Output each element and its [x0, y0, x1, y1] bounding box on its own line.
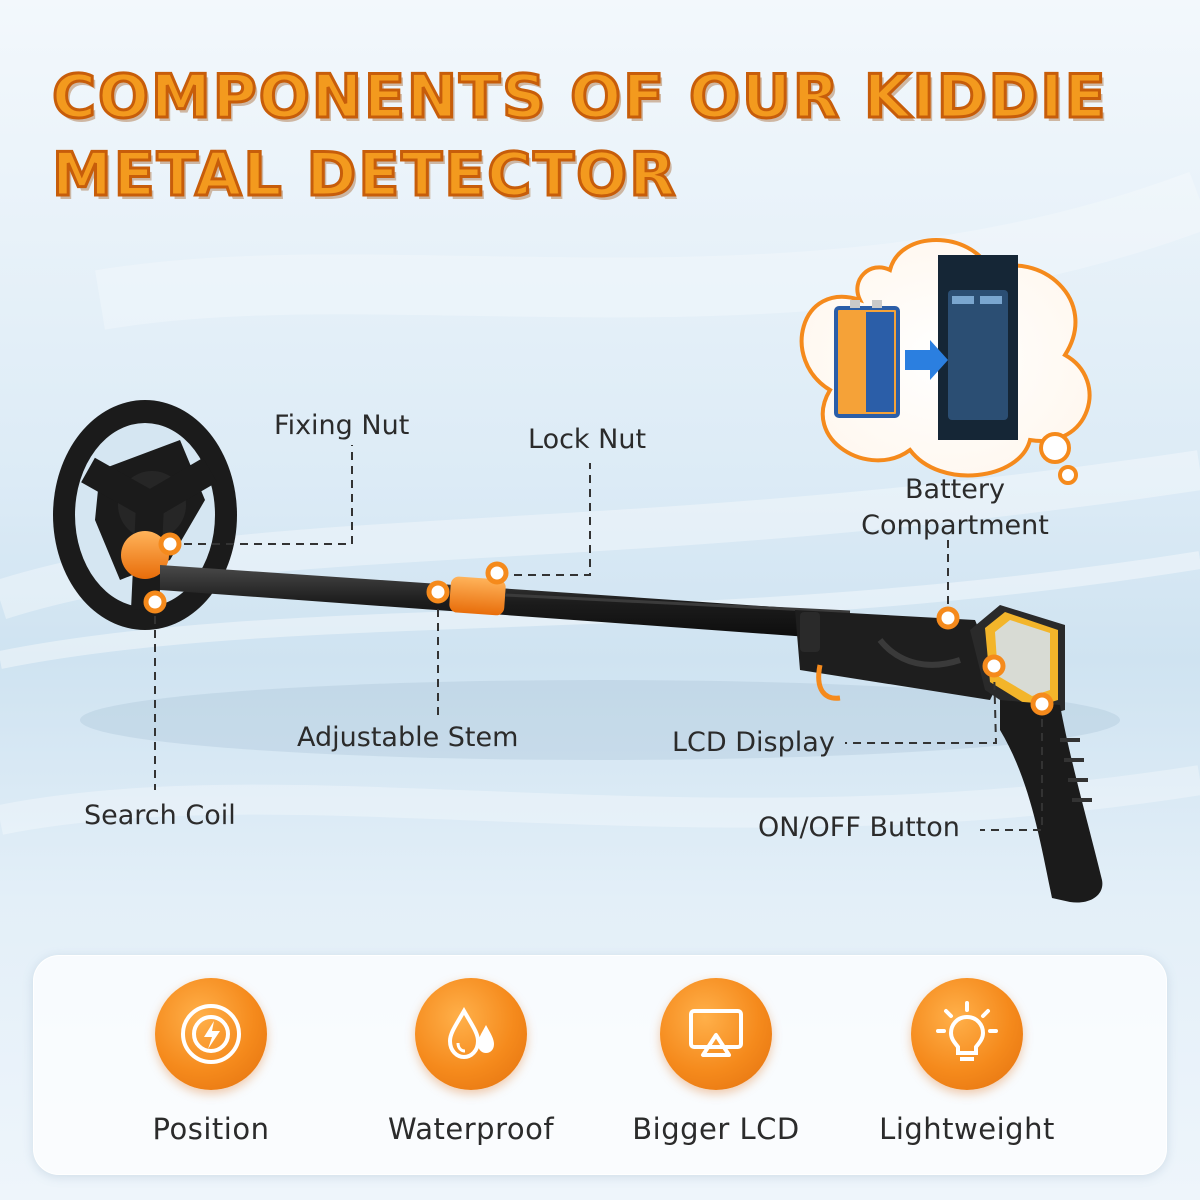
feature-label: Position: [152, 1112, 270, 1146]
callout-fixing-nut: Fixing Nut: [274, 410, 410, 441]
callout-lcd-display: LCD Display: [672, 727, 835, 758]
callout-adjustable-stem: Adjustable Stem: [297, 722, 519, 753]
page-title-line-1: COMPONENTS OF OUR KIDDIE: [51, 61, 1108, 134]
adjustable-stem: [160, 565, 851, 640]
search-coil: [53, 400, 237, 630]
light-bulb-icon: [911, 978, 1023, 1090]
feature-lightweight: Lightweight: [852, 978, 1082, 1146]
page-title-line-2: METAL DETECTOR: [50, 139, 678, 212]
feature-label: Bigger LCD: [632, 1112, 800, 1146]
callout-lock-nut: Lock Nut: [528, 424, 647, 455]
metal-detector-illustration: [53, 238, 1120, 903]
callout-battery-line-1: Battery: [905, 474, 1005, 505]
feature-waterproof: Waterproof: [356, 978, 586, 1146]
battery-thought-cloud: [799, 238, 1092, 485]
ground-shadow: [80, 680, 1120, 760]
feature-label: Lightweight: [879, 1112, 1055, 1146]
feature-bigger-lcd: Bigger LCD: [601, 978, 831, 1146]
callout-dots: [143, 532, 1054, 716]
control-box: [970, 605, 1065, 720]
feature-panel: Position Waterproof Bigger LCD: [33, 955, 1167, 1175]
pistol-grip: [1000, 700, 1103, 903]
screen-triangle-icon: [660, 978, 772, 1090]
callout-on-off-button: ON/OFF Button: [758, 812, 960, 843]
target-bolt-icon: [155, 978, 267, 1090]
callout-battery-compartment: Battery Compartment: [850, 474, 1060, 543]
water-drops-icon: [415, 978, 527, 1090]
callout-search-coil: Search Coil: [84, 800, 236, 831]
handle-body: [795, 610, 1000, 701]
feature-label: Waterproof: [387, 1112, 555, 1146]
feature-position: Position: [96, 978, 326, 1146]
callout-battery-line-2: Compartment: [861, 510, 1049, 542]
callout-lines: [154, 445, 1043, 831]
